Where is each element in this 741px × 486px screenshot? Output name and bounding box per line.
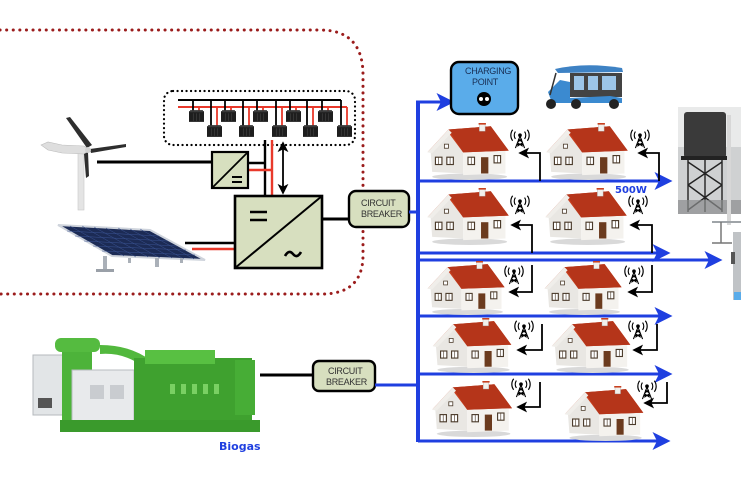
feedback-arrow [518,147,541,181]
battery-icon [286,110,301,122]
antenna-tower-icon [510,129,530,149]
ac-distribution-bus [416,93,723,450]
circuit-breaker-label-line1: CIRCUIT [361,198,396,208]
circuit-breaker-renewables: CIRCUIT BREAKER [347,189,411,229]
house-icon [551,318,631,373]
battery-icon [207,125,222,137]
antenna-tower-icon [630,129,650,149]
circuit-breaker-label-line1: CIRCUIT [328,366,363,376]
house-icon [543,261,623,315]
houses-grid [426,123,668,441]
battery-bank-boundary [162,89,357,147]
house-icon [427,123,509,180]
water-tower-pump [678,107,741,300]
house-icon [545,188,627,245]
renewable-system-boundary [0,28,365,296]
house-icon [546,123,628,180]
battery-icon [253,110,268,122]
battery-icon [239,125,254,137]
house-icon [427,188,509,245]
solar-panel [57,224,206,272]
power-rating-label: 500W [615,185,647,196]
house-row-4 [432,318,658,373]
feedback-arrow [643,382,668,409]
antenna-tower-icon [511,378,531,398]
antenna-tower-icon [514,320,534,340]
inverter [233,194,324,270]
biogas-generator [32,338,260,432]
circuit-breaker-label-line2: BREAKER [361,209,403,219]
battery-icon [303,125,318,137]
antenna-tower-icon [510,195,530,215]
charging-point-label-line2: POINT [472,77,499,87]
antenna-tower-icon [628,195,648,215]
house-row-5 [431,378,668,441]
feedback-arrow [632,324,658,356]
antenna-tower-icon [504,265,524,285]
feedback-arrow [516,324,543,356]
electric-rickshaw [546,65,623,109]
ac-dc-converter [210,150,250,190]
wind-turbine [40,117,126,211]
battery-icon [189,110,204,122]
feedback-arrow [510,219,533,253]
battery-icon [318,110,333,122]
feedback-arrow [627,265,653,298]
house-row-3 [426,261,653,315]
ev-plug-icon [477,92,491,106]
antenna-tower-icon [637,380,657,400]
house-icon [431,381,513,437]
charging-point-label-line1: CHARGING [465,66,511,76]
feedback-arrow [508,265,533,298]
biogas-label: Biogas [219,440,261,453]
circuit-breaker-biogas: CIRCUIT BREAKER [311,359,377,393]
antenna-tower-icon [628,320,648,340]
charging-point: CHARGING POINT [449,60,520,116]
feedback-arrow [516,382,541,413]
battery-bank [162,89,357,147]
house-icon [426,261,506,315]
house-row-2 [427,188,653,253]
house-icon [564,386,644,441]
antenna-tower-icon [624,265,644,285]
feedback-arrow [637,147,660,181]
feedback-arrow [629,219,653,253]
house-icon [432,318,512,373]
circuit-breaker-label-line2: BREAKER [326,377,368,387]
house-row-1 [427,123,660,181]
battery-icon [337,125,352,137]
battery-icon [272,125,287,137]
battery-icon [221,110,236,122]
